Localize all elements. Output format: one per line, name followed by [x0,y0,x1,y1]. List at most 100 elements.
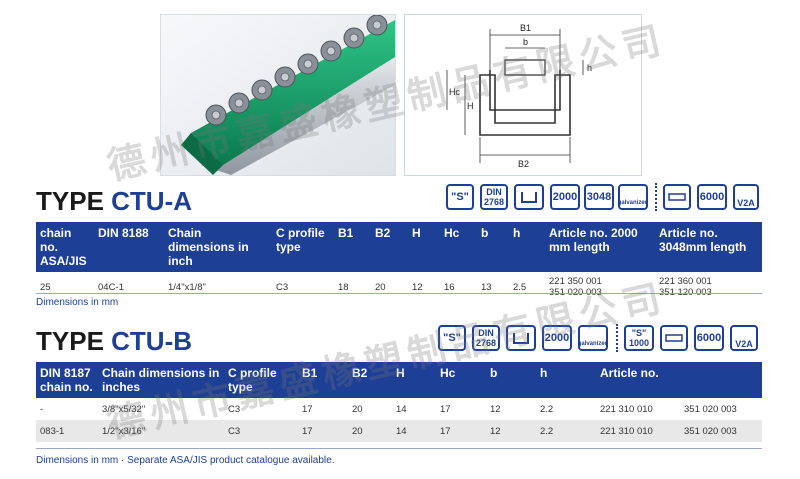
flat-bar-icon [663,184,691,210]
cell: 20 [352,403,363,415]
col-chain-dimensions: Chain dimensions in inches [98,362,224,398]
c-profile-glyph-icon [521,192,537,203]
cell: 083-1 [36,420,98,442]
section-b-title-prefix: TYPE [36,326,112,356]
cell: 20 [348,420,392,442]
section-a-title: TYPE CTU-A [36,186,192,217]
length-2000-icon: 2000 [550,184,580,210]
cell: 25 [40,281,51,293]
cell: 12 [486,420,536,442]
col-H: H [408,222,440,272]
c-profile-icon [514,184,544,210]
col-b2: B2 [371,222,408,272]
cell: 221 310 010 [600,403,653,415]
c-profile-glyph-icon [513,333,529,344]
cell: 351 020 003 [680,420,762,442]
length-2000-icon: 2000 [542,325,572,351]
section-a-title-accent: CTU-A [111,186,193,216]
col-din-8188: DIN 8188 [94,222,164,272]
table-header-row: chain no. ASA/JIS DIN 8188 Chain dimensi… [36,222,762,272]
v2a-icon: V2A [730,325,758,351]
cell: C3 [276,281,289,293]
cell: 221 360 001 351 120 003 [659,276,712,298]
table-ctu-b: DIN 8187 chain no. Chain dimensions in i… [36,362,762,442]
col-h: h [536,362,596,398]
cell: 221 350 001 351 020 003 [549,276,602,298]
table-row: 25 04C-1 1/4"x1/8" C3 18 20 12 16 13 2.5… [36,272,762,302]
cell: 2.2 [540,403,554,415]
cell: C3 [224,420,298,442]
cell: 14 [396,403,407,415]
col-hc: Hc [440,222,477,272]
cell: 20 [375,281,386,293]
cell: 1/2"x3/16" [98,420,224,442]
cell: 13 [481,281,492,293]
col-article-2000: Article no. 2000 mm length [545,222,655,272]
col-b1: B1 [334,222,371,272]
cell: 17 [298,420,348,442]
col-H: H [392,362,436,398]
section-b-title: TYPE CTU-B [36,326,192,357]
icon-divider [616,324,618,352]
chain-guide-illustration [161,15,395,175]
col-b2: B2 [348,362,392,398]
cell: 2.5 [513,281,527,293]
cell: 12 [490,403,501,415]
c-profile-icon [506,325,536,351]
col-hc: Hc [436,362,486,398]
galvanized-icon: galvanized [618,184,648,210]
v2a-icon: V2A [733,184,759,210]
dim-h: h [587,63,592,73]
s-profile-icon: "S" [446,184,474,210]
galvanized-icon: galvanized [578,325,608,351]
col-din-8187: DIN 8187 chain no. [36,362,98,398]
icon-divider [655,183,657,211]
cell: 3/8"x5/32" [102,403,146,415]
table-row: 083-1 1/2"x3/16" C3 17 20 14 17 12 2.2 2… [36,420,762,442]
col-article-3048: Article no. 3048mm length [655,222,762,272]
section-b-note: Dimensions in mm · Separate ASA/JIS prod… [36,455,335,466]
dim-b2: B2 [518,159,529,169]
profile-drawing: B1 b h Hc H B2 [404,14,642,176]
table-b-divider [36,448,762,449]
flat-bar-glyph-icon [665,334,683,342]
cell: 17 [302,403,313,415]
flat-bar-icon [660,325,688,351]
table-row: - 3/8"x5/32" C3 17 20 14 17 12 2.2 221 3… [36,398,762,420]
col-b: b [477,222,509,272]
table-header-row: DIN 8187 chain no. Chain dimensions in i… [36,362,762,398]
v2a-label: V2A [737,198,755,208]
cell: 14 [392,420,436,442]
galvanized-label: galvanized [577,341,609,347]
cell: - [40,403,44,415]
length-3048-icon: 3048 [584,184,614,210]
col-c-profile-type: C profile type [224,362,298,398]
cell: 351 020 003 [684,403,737,415]
section-a-title-prefix: TYPE [36,186,112,216]
table-ctu-a: chain no. ASA/JIS DIN 8188 Chain dimensi… [36,222,762,302]
col-h: h [509,222,545,272]
table-a-divider [36,293,762,294]
cell: 04C-1 [98,281,124,293]
cell: 18 [338,281,349,293]
galvanized-label: galvanized [617,200,649,206]
cell: 16 [444,281,455,293]
col-c-profile-type: C profile type [272,222,334,272]
cell: 17 [440,403,451,415]
cell: C3 [228,403,241,415]
section-a-note: Dimensions in mm [36,297,119,308]
din-2768-icon: DIN 2768 [480,184,508,210]
cell: 2.2 [536,420,596,442]
section-b-title-accent: CTU-B [111,326,193,356]
product-photo [160,14,396,176]
flat-bar-glyph-icon [668,193,686,201]
length-6000-icon: 6000 [694,325,724,351]
dim-H: H [467,101,474,111]
s-1000-icon: "S" 1000 [624,325,654,351]
dim-b1: B1 [520,23,531,33]
col-chain-no: chain no. ASA/JIS [36,222,94,272]
col-article-no: Article no. [596,362,762,398]
dim-hc: Hc [449,87,460,97]
col-chain-dimensions: Chain dimensions in inch [164,222,272,272]
s-profile-icon: "S" [438,325,466,351]
